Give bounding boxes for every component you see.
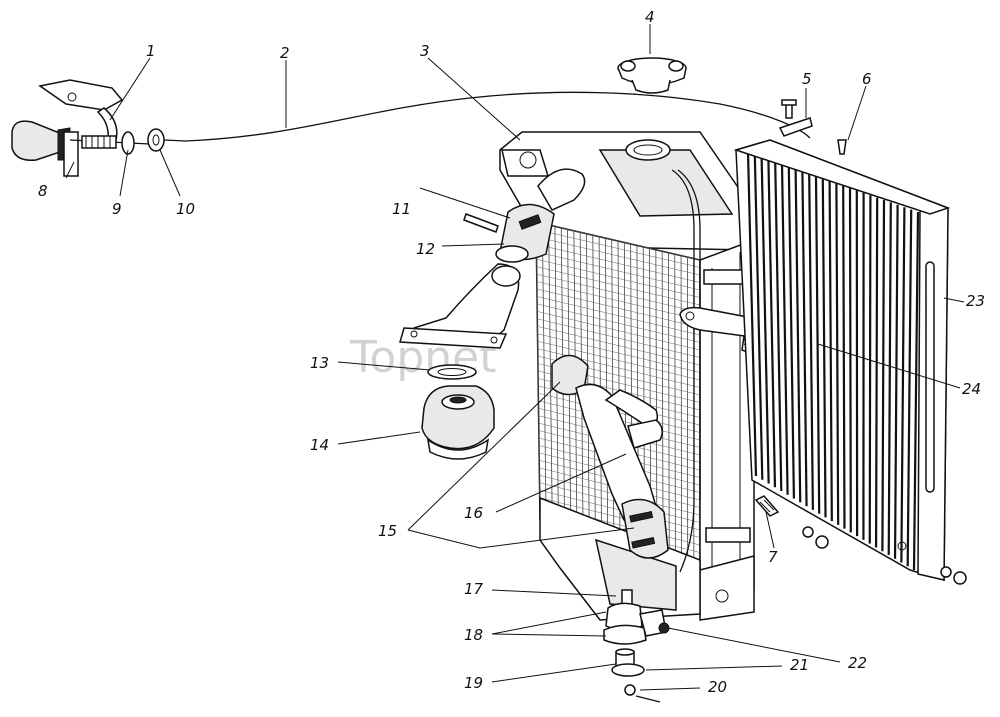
callout-14: 14 [310,436,329,454]
leader-lines [65,24,965,691]
filler-neck [625,139,671,161]
callout-16: 16 [464,504,483,522]
cable-handle-assembly [11,79,187,177]
callout-4: 4 [645,8,655,26]
nut-small-c [940,566,952,578]
callout-15: 15 [378,522,397,540]
lock-screw [63,131,79,177]
thermostat-14 [421,385,495,460]
callout-7: 7 [768,548,778,566]
callout-6: 6 [862,70,872,88]
callout-24: 24 [962,380,981,398]
hose-clamp-screw [463,213,499,233]
nut-small-d [953,571,967,585]
callout-17: 17 [464,580,484,598]
callout-22: 22 [848,654,867,672]
valve-22 [658,622,670,634]
callout-23: 23 [966,292,985,310]
nut-10 [147,128,165,152]
control-cable-2 [185,91,811,142]
grille-bars [746,151,920,571]
callout-3: 3 [420,42,430,60]
gasket-13 [427,364,477,380]
callout-1: 1 [146,42,156,60]
callout-10: 10 [176,200,195,218]
pull-knob-8 [11,120,66,161]
callout-11: 11 [392,200,411,218]
bolt-5 [785,103,793,119]
callout-18: 18 [464,626,483,644]
bolt-7 [754,495,780,517]
thermostat-housing-12 [399,263,521,349]
radiator-cap-4 [617,57,687,94]
washer-9 [121,131,135,155]
nut-small-b [815,535,829,549]
callout-19: 19 [464,674,483,692]
nut-20 [624,684,636,696]
mounting-bracket-1 [38,79,124,111]
screw-6 [837,139,847,155]
washer-21 [611,663,645,677]
callout-2: 2 [280,44,290,62]
callout-20: 20 [708,678,727,696]
callout-8: 8 [38,182,48,200]
callout-13: 13 [310,354,329,372]
callout-12: 12 [416,240,435,258]
lower-hose-pipe-16 [551,354,669,559]
nut-small-a [802,526,814,538]
grille-23 [733,139,951,581]
drain-cock-assembly [603,589,670,703]
bracket-5 [778,117,813,137]
callout-21: 21 [790,656,809,674]
callout-5: 5 [802,70,812,88]
callout-9: 9 [112,200,122,218]
upper-hose-11 [495,168,586,263]
